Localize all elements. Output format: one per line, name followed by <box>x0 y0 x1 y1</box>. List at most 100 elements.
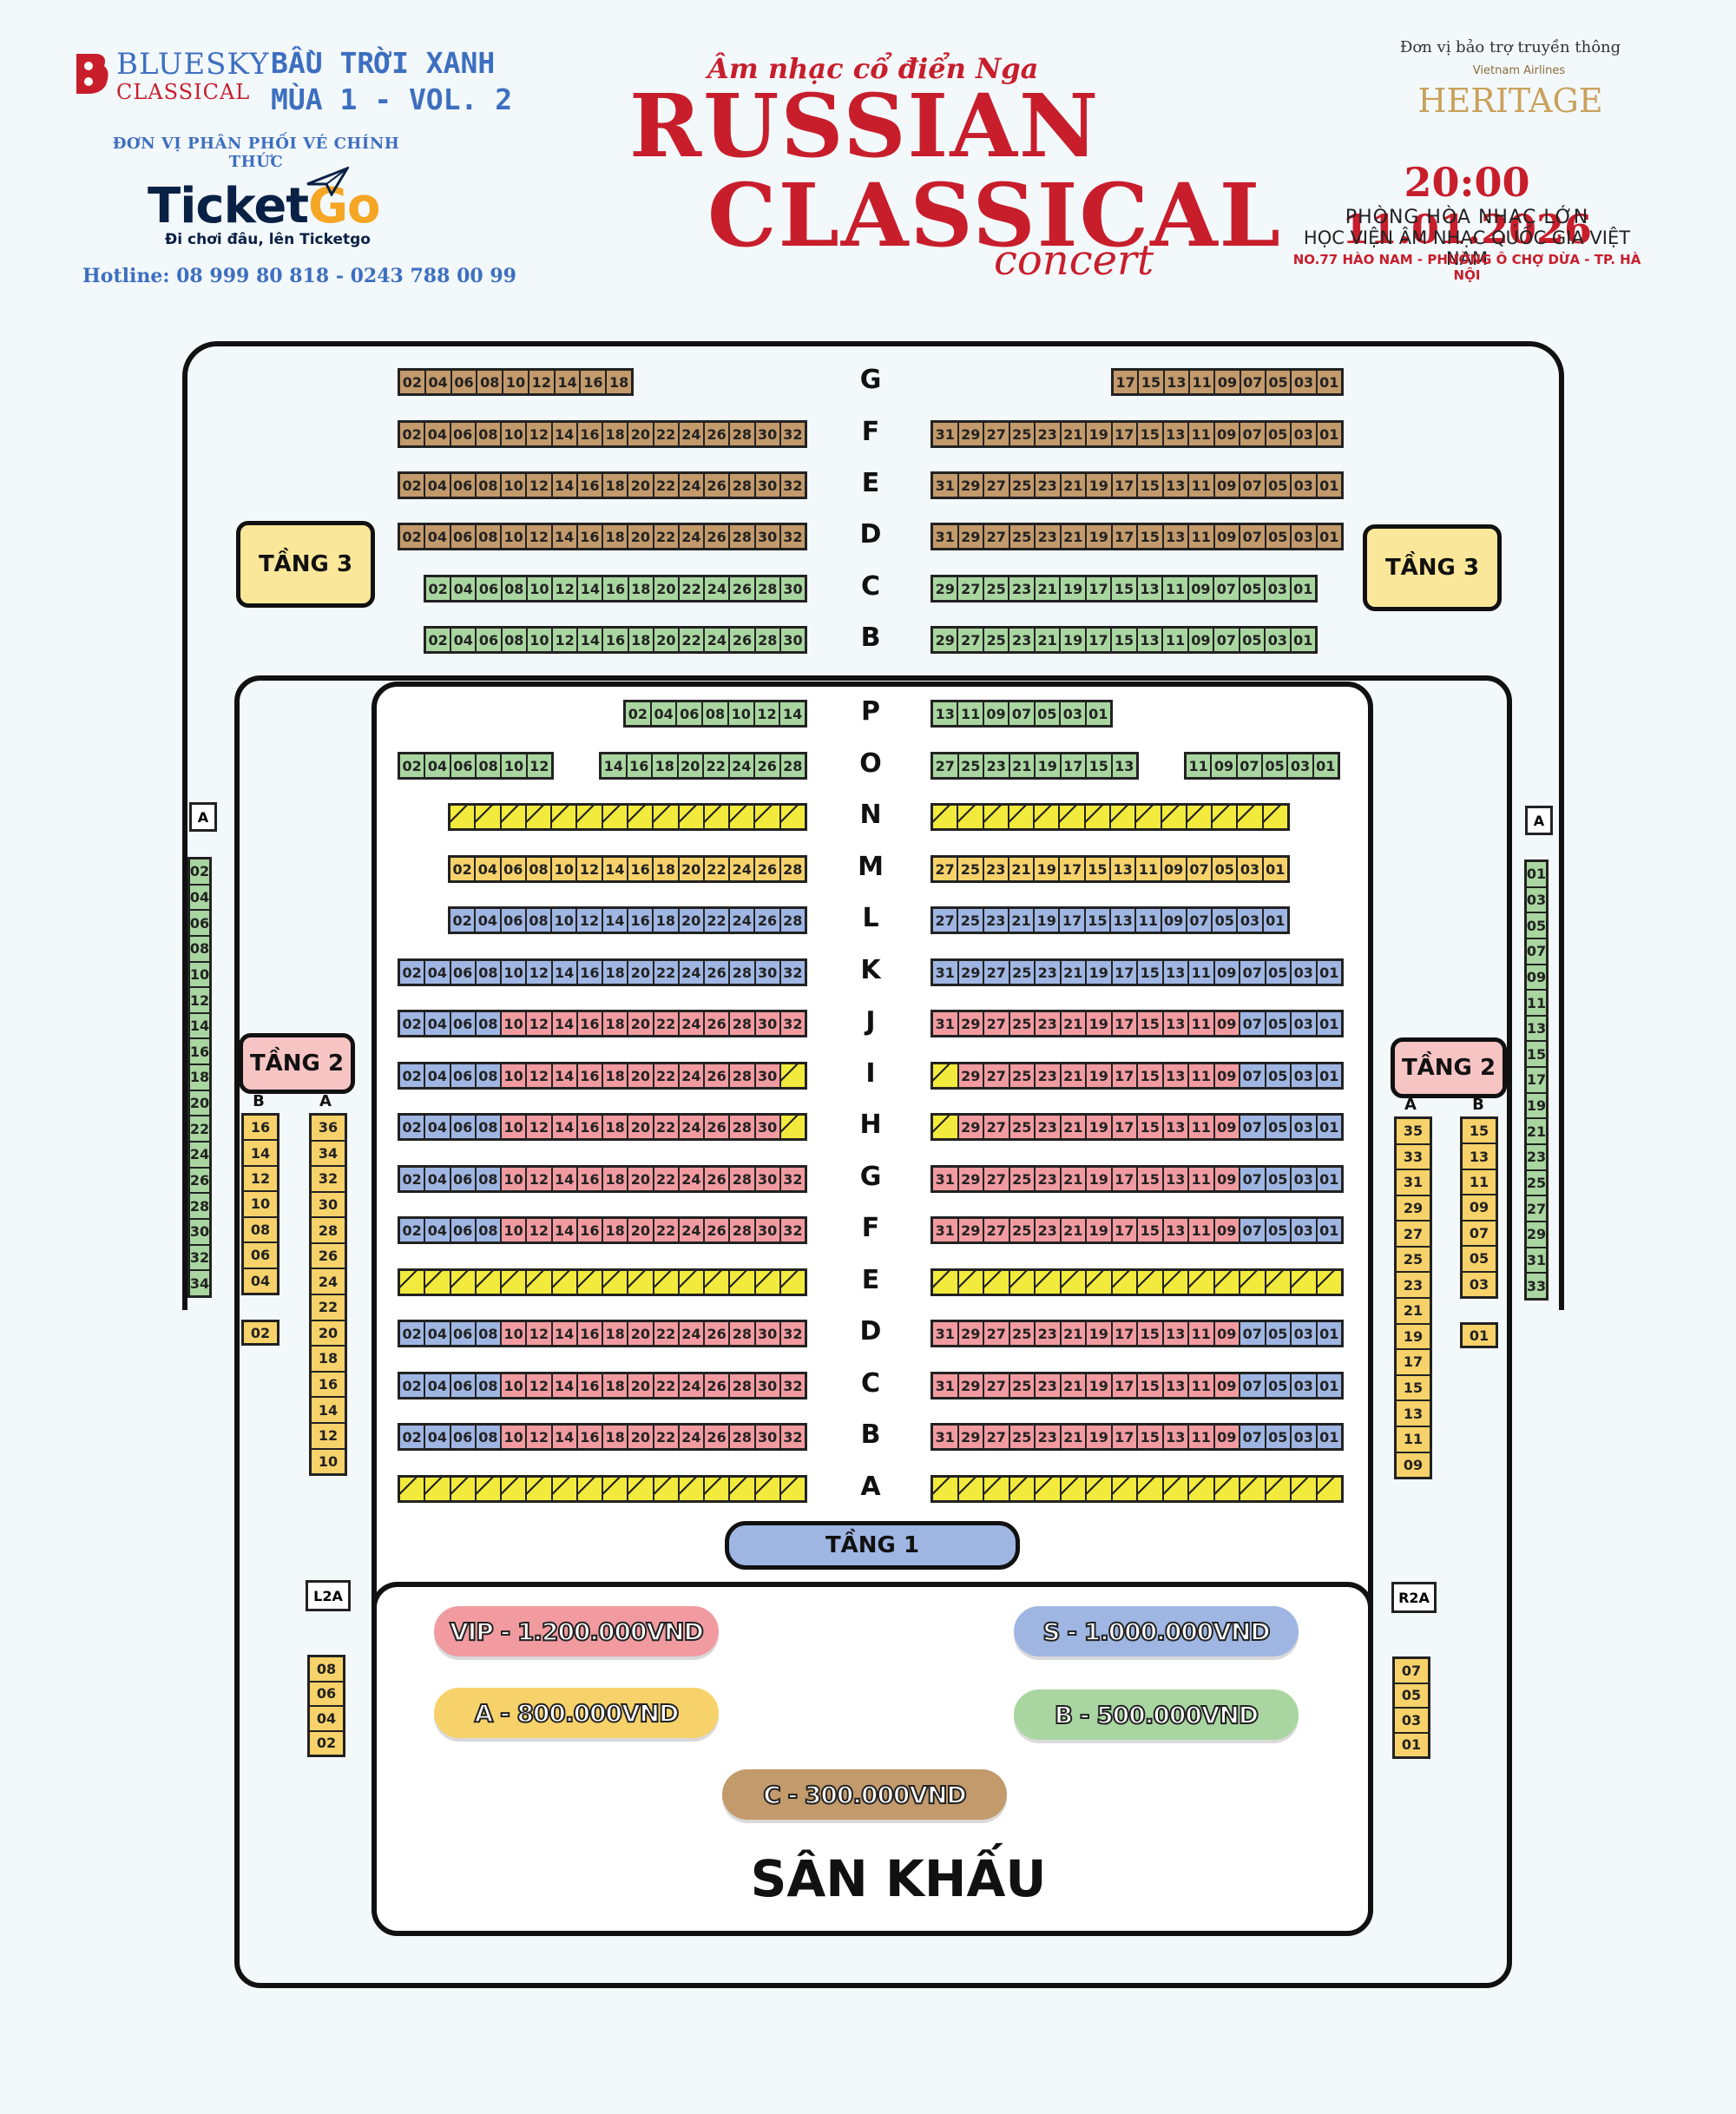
seat[interactable]: 20 <box>654 629 681 651</box>
seat[interactable] <box>1266 1478 1292 1500</box>
seat[interactable]: 27 <box>984 525 1010 548</box>
seat[interactable]: 22 <box>654 1219 680 1241</box>
seat[interactable]: 21 <box>1061 1064 1087 1087</box>
seat[interactable]: 14 <box>552 474 578 497</box>
seat[interactable] <box>476 1478 502 1500</box>
seat[interactable]: 08 <box>476 1426 502 1448</box>
seat[interactable]: 25 <box>1009 961 1036 984</box>
seat[interactable]: 03 <box>1292 1012 1318 1035</box>
seat[interactable]: 02 <box>400 961 426 984</box>
seat[interactable]: 22 <box>190 1116 209 1143</box>
seat[interactable] <box>1266 1271 1292 1294</box>
seat[interactable]: 04 <box>310 1707 343 1732</box>
seat[interactable]: 26 <box>190 1168 209 1195</box>
seat[interactable]: 27 <box>984 961 1010 984</box>
seat[interactable] <box>730 806 756 828</box>
seat[interactable]: 25 <box>958 858 984 880</box>
seat[interactable]: 15 <box>1138 1168 1164 1190</box>
seat[interactable]: 07 <box>1395 1659 1428 1684</box>
seat[interactable] <box>1110 806 1137 828</box>
seat[interactable]: 21 <box>1009 754 1036 777</box>
seat[interactable]: 29 <box>958 1322 984 1345</box>
seat[interactable]: 13 <box>1163 1426 1189 1448</box>
seat[interactable]: 10 <box>502 1374 528 1397</box>
seat[interactable]: 02 <box>400 754 426 777</box>
seat[interactable]: 03 <box>1527 887 1546 914</box>
seat[interactable]: 25 <box>958 909 984 932</box>
seat[interactable]: 19 <box>1087 1064 1113 1087</box>
seat[interactable]: 09 <box>1214 1012 1240 1035</box>
seat[interactable]: 11 <box>1189 1219 1215 1241</box>
seat[interactable]: 15 <box>1138 423 1164 445</box>
seat[interactable]: 17 <box>1527 1068 1546 1094</box>
seat[interactable]: 23 <box>1036 1064 1062 1087</box>
seat[interactable]: 28 <box>312 1218 345 1244</box>
seat[interactable]: 11 <box>1189 423 1215 445</box>
seat[interactable]: 17 <box>1112 1168 1138 1190</box>
seat[interactable]: 03 <box>1292 1116 1318 1138</box>
seat[interactable]: 17 <box>1086 629 1113 651</box>
seat[interactable]: 13 <box>1397 1401 1430 1427</box>
seat[interactable]: 05 <box>1266 961 1292 984</box>
seat[interactable]: 26 <box>730 629 756 651</box>
seat[interactable]: 05 <box>1266 423 1292 445</box>
seat[interactable]: 16 <box>577 1322 603 1345</box>
seat[interactable]: 29 <box>958 1064 984 1087</box>
seat[interactable]: 31 <box>1527 1248 1546 1274</box>
seat[interactable]: 23 <box>1009 577 1036 600</box>
seat[interactable]: 03 <box>1292 1219 1318 1241</box>
seat[interactable]: 13 <box>1163 1322 1189 1345</box>
seat[interactable]: 19 <box>1035 909 1061 932</box>
seat[interactable] <box>1009 1478 1036 1500</box>
seat[interactable]: 23 <box>1009 629 1036 651</box>
seat[interactable]: 04 <box>425 1012 451 1035</box>
seat[interactable]: 18 <box>654 909 680 932</box>
seat[interactable]: 10 <box>552 909 578 932</box>
seat[interactable]: 13 <box>1163 1219 1189 1241</box>
seat[interactable]: 07 <box>1240 525 1266 548</box>
seat[interactable]: 27 <box>984 1168 1010 1190</box>
seat[interactable] <box>1161 806 1187 828</box>
seat[interactable]: 17 <box>1060 858 1086 880</box>
seat[interactable]: 09 <box>983 702 1010 725</box>
seat[interactable]: 30 <box>190 1219 209 1246</box>
seat[interactable]: 07 <box>1240 474 1266 497</box>
seat[interactable]: 21 <box>1009 909 1036 932</box>
seat[interactable]: 18 <box>603 1426 629 1448</box>
seat[interactable]: 28 <box>730 1374 756 1397</box>
seat[interactable]: 03 <box>1266 577 1292 600</box>
seat[interactable]: 05 <box>1213 858 1239 880</box>
seat[interactable]: 10 <box>502 1219 528 1241</box>
seat[interactable]: 25 <box>1397 1247 1430 1274</box>
seat[interactable]: 10 <box>502 1012 528 1035</box>
seat[interactable]: 09 <box>1188 629 1215 651</box>
seat[interactable] <box>933 1116 959 1138</box>
seat[interactable] <box>1009 806 1036 828</box>
seat[interactable] <box>780 1271 805 1294</box>
seat[interactable]: 16 <box>577 1219 603 1241</box>
seat[interactable]: 03 <box>1266 629 1292 651</box>
seat[interactable]: 11 <box>1189 1374 1215 1397</box>
seat[interactable]: 16 <box>190 1039 209 1066</box>
seat[interactable]: 11 <box>1189 525 1215 548</box>
seat[interactable] <box>1240 1478 1266 1500</box>
seat[interactable] <box>1213 806 1239 828</box>
seat[interactable]: 16 <box>244 1116 277 1142</box>
seat[interactable]: 12 <box>527 1168 553 1190</box>
seat[interactable]: 05 <box>1266 474 1292 497</box>
seat[interactable]: 03 <box>1292 474 1318 497</box>
seat[interactable] <box>476 1271 502 1294</box>
seat[interactable]: 19 <box>1035 858 1061 880</box>
seat[interactable]: 12 <box>312 1423 345 1450</box>
seat[interactable]: 16 <box>577 1064 603 1087</box>
seat[interactable]: 30 <box>755 474 781 497</box>
seat[interactable]: 28 <box>730 1168 756 1190</box>
seat[interactable]: 10 <box>728 702 755 725</box>
seat[interactable] <box>984 1271 1010 1294</box>
seat[interactable]: 01 <box>1263 909 1287 932</box>
seat[interactable] <box>1214 1271 1240 1294</box>
seat[interactable] <box>1061 1271 1087 1294</box>
seat[interactable]: 03 <box>1292 1064 1318 1087</box>
seat[interactable]: 18 <box>603 1219 629 1241</box>
seat[interactable]: 12 <box>527 423 553 445</box>
